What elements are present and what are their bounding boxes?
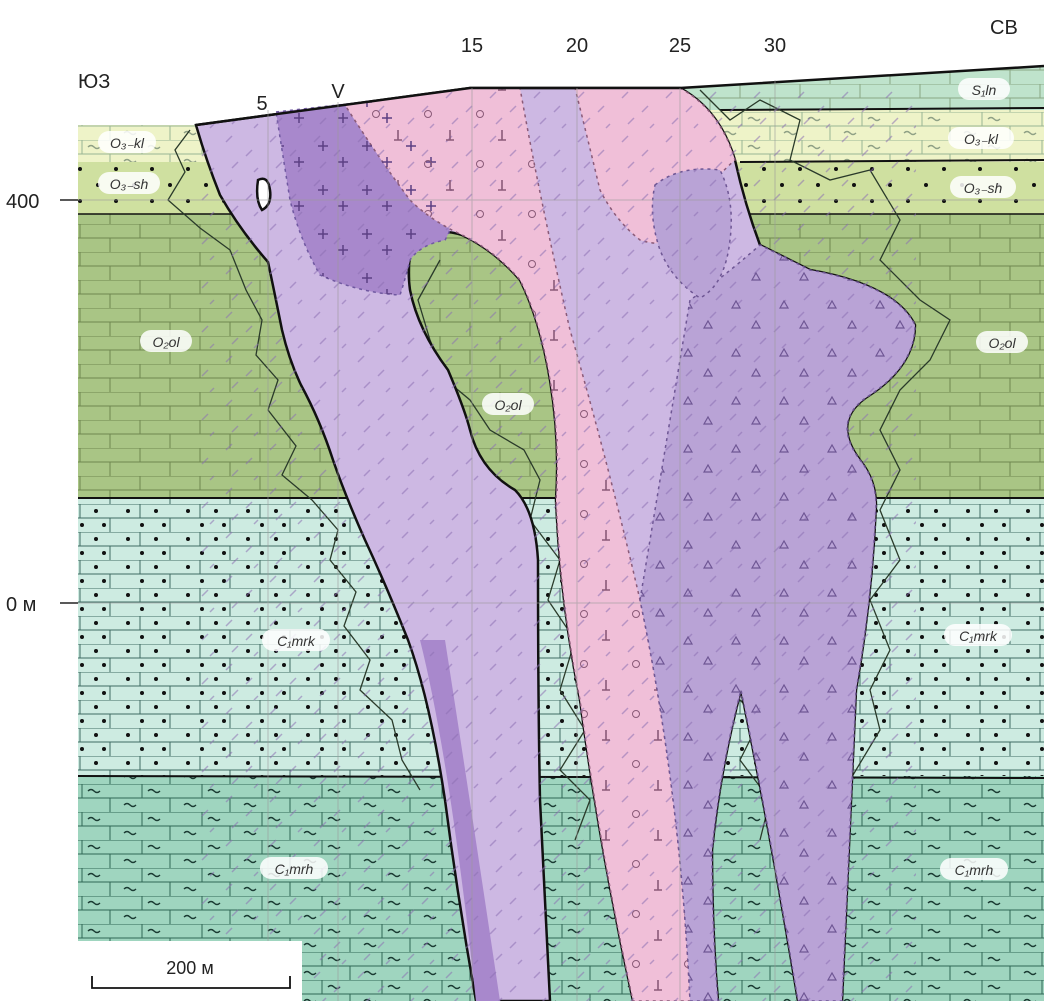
depth-axis: 400 0 м — [6, 191, 78, 616]
unit-label-c1mrk: C₁mrk — [277, 633, 316, 649]
profile-mark: 25 — [669, 35, 691, 57]
profile-mark: 20 — [566, 35, 588, 57]
unit-label-s1ln: S₁ln — [972, 82, 997, 98]
unit-label-o2ol: O₂ol — [988, 335, 1016, 351]
unit-label-o3kl: O₃₋kl — [110, 135, 145, 151]
unit-label-o2ol: O₂ol — [152, 334, 180, 350]
profile-mark: 15 — [461, 35, 483, 57]
depth-mark: 0 м — [6, 594, 36, 616]
scale-bar-label: 200 м — [166, 958, 213, 978]
unit-label-o3sh: O₃₋sh — [964, 180, 1003, 196]
profile-mark: 30 — [764, 35, 786, 57]
unit-label-c1mrk: C₁mrk — [959, 628, 998, 644]
profile-mark: 5 — [256, 93, 267, 115]
unit-label-c1mrh: C₁mrh — [275, 861, 314, 877]
scale-bar: 200 м — [78, 941, 302, 1001]
unit-label-o2ol: O₂ol — [494, 397, 522, 413]
profile-mark: V — [331, 81, 345, 103]
depth-mark: 400 — [6, 191, 39, 213]
unit-label-o3sh: O₃₋sh — [110, 176, 149, 192]
unit-label-c1mrh: C₁mrh — [955, 862, 994, 878]
direction-left: ЮЗ — [78, 71, 110, 93]
unit-label-o3kl: O₃₋kl — [964, 131, 999, 147]
direction-right: СВ — [990, 17, 1018, 39]
